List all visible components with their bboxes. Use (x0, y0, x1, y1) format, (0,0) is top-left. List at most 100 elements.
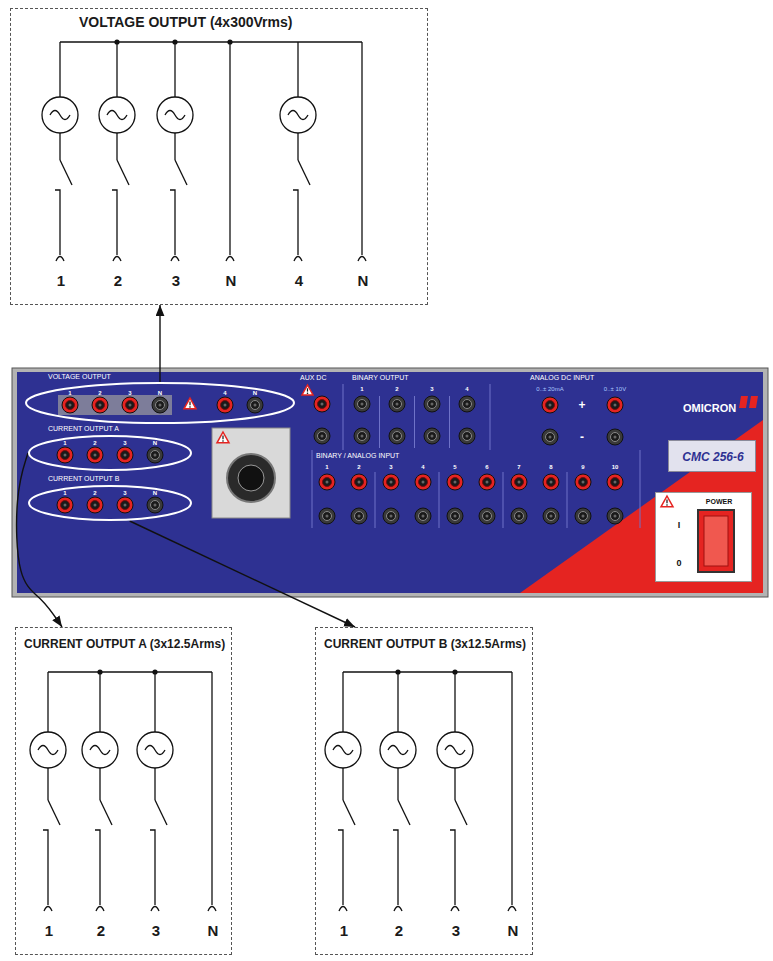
black-socket (354, 396, 370, 412)
sine-symbol (90, 746, 110, 755)
model-plate: CMC 256-6 (668, 440, 756, 472)
socket-hole (611, 512, 620, 521)
socket-group-ellipse: CURRENT OUTPUT B123N (28, 485, 192, 521)
terminal-symbol (151, 907, 159, 912)
warning-dot (666, 504, 668, 506)
socket-pin (486, 515, 489, 518)
sine-symbol (445, 746, 465, 755)
socket-pin (582, 481, 585, 484)
socket-hole (318, 432, 327, 441)
ellipse-outline-path (29, 486, 191, 520)
socket-hole (483, 478, 492, 487)
device-panel: OMICRONVOLTAGE OUTPUT123N4NCURRENT OUTPU… (12, 368, 768, 597)
ellipse-outline-path (26, 383, 294, 423)
red-socket (415, 474, 431, 490)
socket-ring (147, 447, 163, 463)
junction-dot (452, 669, 457, 674)
socket-pin (431, 403, 434, 406)
socket-hole (121, 501, 130, 510)
switch-contact (150, 830, 155, 905)
channel-number: 10 (612, 464, 619, 470)
channel-number: 4 (421, 464, 424, 470)
warning-mark (189, 402, 190, 406)
socket-pin (466, 435, 469, 438)
socket-ring (383, 474, 399, 490)
switch-blade (343, 800, 355, 825)
socket-ring (247, 397, 263, 413)
channel-number: 5 (453, 464, 456, 470)
wire (174, 133, 175, 160)
socket-hole (611, 433, 620, 442)
socket-pin (358, 515, 361, 518)
warning-triangle (302, 385, 313, 395)
neutral-line (211, 672, 212, 905)
socket-pin (396, 435, 399, 438)
socket-group-ellipse: VOLTAGE OUTPUT123N4N (25, 382, 295, 424)
socket-pin (550, 515, 553, 518)
socket-ring (319, 474, 335, 490)
terminal-number: 1 (45, 923, 53, 938)
black-socket (459, 428, 475, 444)
output-group-box: CURRENT OUTPUT A (3x12.5Arms)123N (15, 627, 232, 955)
polarity-sign: - (580, 431, 584, 443)
sine-symbol (107, 111, 127, 120)
black-socket (424, 428, 440, 444)
socket-ring (415, 474, 431, 490)
terminal-number: 1 (340, 923, 348, 938)
black-socket (389, 396, 405, 412)
warning-dot (222, 440, 224, 442)
socket-pin (454, 515, 457, 518)
terminal-number: 2 (97, 923, 105, 938)
terminal-number: 1 (63, 490, 66, 496)
socket-pin (154, 454, 157, 457)
model-name: CMC 256-6 (682, 451, 743, 463)
terminal-number: N (158, 390, 162, 396)
socket-ring (542, 397, 558, 413)
connector-plate (212, 428, 290, 518)
red-socket (57, 447, 73, 463)
socket-hole (61, 451, 70, 460)
black-socket (459, 396, 475, 412)
socket-ring (511, 508, 527, 524)
black-socket (542, 429, 558, 445)
warning-triangle (217, 432, 229, 443)
socket-pin (550, 481, 553, 484)
socket-ring (575, 508, 591, 524)
socket-pin (326, 515, 329, 518)
wire (397, 672, 398, 732)
wire (174, 42, 175, 97)
wire (454, 768, 455, 800)
group-divider (449, 396, 450, 448)
socket-ring (62, 397, 78, 413)
socket-ring (607, 474, 623, 490)
terminal-symbol (113, 257, 121, 262)
source-symbol (437, 732, 473, 768)
switch-blade (117, 160, 129, 185)
socket-ring (314, 428, 330, 444)
socket-hole (91, 501, 100, 510)
switch-blade (455, 800, 467, 825)
socket-hole (221, 401, 230, 410)
junction-dot (114, 39, 119, 44)
socket-pin (154, 504, 157, 507)
terminal-symbol (394, 907, 402, 912)
red-socket (314, 396, 330, 412)
sine-symbol (38, 746, 58, 755)
socket-hole (387, 478, 396, 487)
black-socket (314, 428, 330, 444)
warning-triangle (661, 496, 673, 507)
black-socket (415, 508, 431, 524)
socket-ring (92, 397, 108, 413)
terminal-symbol (56, 257, 64, 262)
warning-outline (217, 432, 229, 443)
wire (454, 672, 455, 732)
red-socket (117, 447, 133, 463)
output-group-box: CURRENT OUTPUT B (3x12.5Arms)123N (315, 627, 533, 955)
socket-pin (431, 435, 434, 438)
terminal-number: 3 (123, 440, 126, 446)
socket-pin (454, 481, 457, 484)
section-label: ANALOG DC INPUT (530, 374, 594, 381)
terminal-symbol (208, 907, 216, 912)
socket-ring (87, 447, 103, 463)
power-plate (655, 492, 752, 582)
